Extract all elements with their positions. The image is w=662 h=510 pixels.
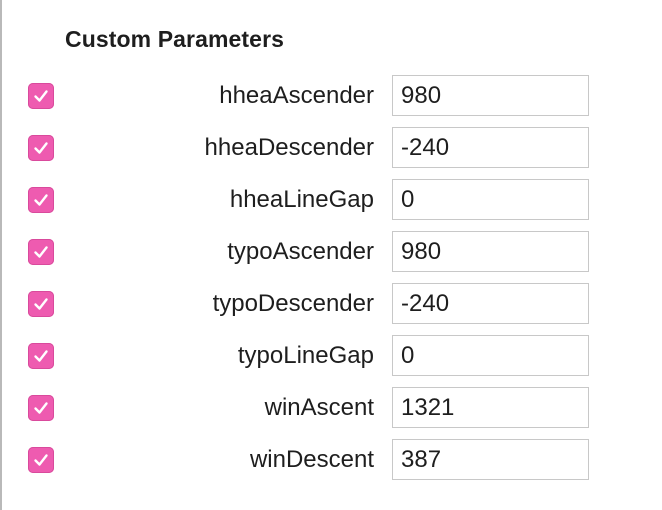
param-label: hheaLineGap (229, 186, 374, 213)
param-enabled-checkbox[interactable] (28, 83, 54, 109)
param-row-hhea-ascender: hheaAscender (0, 72, 662, 116)
param-row-hhea-descender: hheaDescender (0, 124, 662, 168)
panel-divider (0, 0, 2, 510)
param-enabled-checkbox[interactable] (28, 239, 54, 265)
param-value-input[interactable] (392, 231, 589, 272)
param-value-input[interactable] (392, 75, 589, 116)
param-enabled-checkbox[interactable] (28, 395, 54, 421)
checkmark-icon (34, 402, 48, 414)
section-title: Custom Parameters (65, 26, 285, 52)
checkmark-icon (34, 454, 48, 466)
param-row-typo-ascender: typoAscender (0, 228, 662, 272)
param-value-input[interactable] (392, 127, 589, 168)
param-enabled-checkbox[interactable] (28, 135, 54, 161)
param-label: typoDescender (212, 290, 374, 317)
param-row-win-ascent: winAscent (0, 384, 662, 428)
param-enabled-checkbox[interactable] (28, 447, 54, 473)
param-row-typo-descender: typoDescender (0, 280, 662, 324)
checkmark-icon (34, 90, 48, 102)
checkmark-icon (34, 194, 48, 206)
param-label: typoAscender (227, 238, 374, 265)
param-label: typoLineGap (237, 342, 374, 369)
param-label: hheaDescender (204, 134, 374, 161)
param-label: winDescent (249, 446, 374, 473)
param-value-input[interactable] (392, 335, 589, 376)
param-value-input[interactable] (392, 439, 589, 480)
checkmark-icon (34, 246, 48, 258)
param-enabled-checkbox[interactable] (28, 343, 54, 369)
checkmark-icon (34, 142, 48, 154)
param-row-typo-line-gap: typoLineGap (0, 332, 662, 376)
checkmark-icon (34, 350, 48, 362)
param-value-input[interactable] (392, 283, 589, 324)
param-label: winAscent (264, 394, 374, 421)
checkmark-icon (34, 298, 48, 310)
param-value-input[interactable] (392, 387, 589, 428)
param-row-hhea-line-gap: hheaLineGap (0, 176, 662, 220)
param-enabled-checkbox[interactable] (28, 291, 54, 317)
param-value-input[interactable] (392, 179, 589, 220)
param-row-win-descent: winDescent (0, 436, 662, 480)
param-enabled-checkbox[interactable] (28, 187, 54, 213)
param-label: hheaAscender (219, 82, 374, 109)
